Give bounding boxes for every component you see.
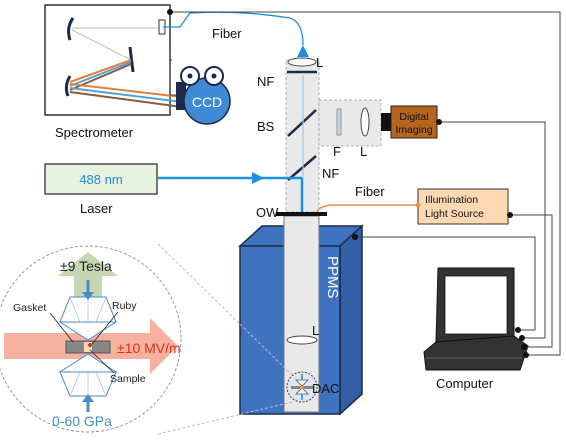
magnetic-field-label: ±9 Tesla <box>60 258 112 274</box>
ow-label: OW <box>256 205 279 220</box>
computer-cables <box>169 11 561 356</box>
spectrometer <box>44 4 183 116</box>
optical-window <box>276 212 327 216</box>
ccd-camera: CCD <box>176 66 231 125</box>
l-imaging-label: L <box>360 144 367 159</box>
dac-label: DAC <box>312 381 339 396</box>
illum-label-line1: Illumination <box>425 194 478 206</box>
electric-field-label: ±10 MV/m <box>117 340 181 356</box>
spectrometer-mirror-top <box>67 17 75 41</box>
bottom-lens <box>286 335 318 345</box>
lens-bottom-label: L <box>312 323 319 338</box>
pressure-label: 0-60 GPa <box>52 413 112 429</box>
sample-chamber <box>84 342 92 352</box>
laser: 488 nm <box>44 163 158 195</box>
dac-inset-content <box>4 252 178 412</box>
top-lens <box>287 57 317 67</box>
ruby <box>88 343 92 347</box>
grating <box>128 46 135 73</box>
magnetic-field-arrow <box>58 252 118 300</box>
imaging-lens <box>360 107 370 137</box>
illumination-source: Illumination Light Source <box>417 188 509 225</box>
fiber-top-label: Fiber <box>212 26 242 41</box>
imaging-filter <box>336 108 342 136</box>
illumination-fiber <box>315 204 418 217</box>
digital-imaging-camera: Digital Imaging <box>381 105 442 139</box>
notch-filter-bottom <box>287 155 317 181</box>
spectrometer-label: Spectrometer <box>55 125 134 140</box>
ccd-label: CCD <box>192 94 222 110</box>
ppms-label: PPMS <box>324 256 341 299</box>
sample-label: Sample <box>110 373 146 385</box>
computer-screen <box>444 275 508 335</box>
bs-label: BS <box>257 119 275 134</box>
beam-splitter <box>287 109 317 137</box>
nf-top-label: NF <box>257 74 274 89</box>
lens-top-label: L <box>316 55 323 70</box>
nf-bottom-label: NF <box>322 166 339 181</box>
digital-label-line2: Imaging <box>395 124 433 136</box>
laser-wavelength: 488 nm <box>79 172 122 187</box>
illum-label-line2: Light Source <box>425 208 484 220</box>
gasket-label: Gasket <box>13 302 46 314</box>
computer-label: Computer <box>436 376 494 391</box>
ruby-label: Ruby <box>112 300 137 312</box>
ppms <box>238 212 364 416</box>
spectrometer-mirror-bottom <box>64 75 72 97</box>
laser-label: Laser <box>80 201 113 216</box>
digital-label-line1: Digital <box>399 111 428 123</box>
f-label: F <box>333 144 341 159</box>
fiber-mid-label: Fiber <box>355 184 385 199</box>
computer <box>423 267 529 371</box>
fiber-coupler <box>297 45 309 57</box>
